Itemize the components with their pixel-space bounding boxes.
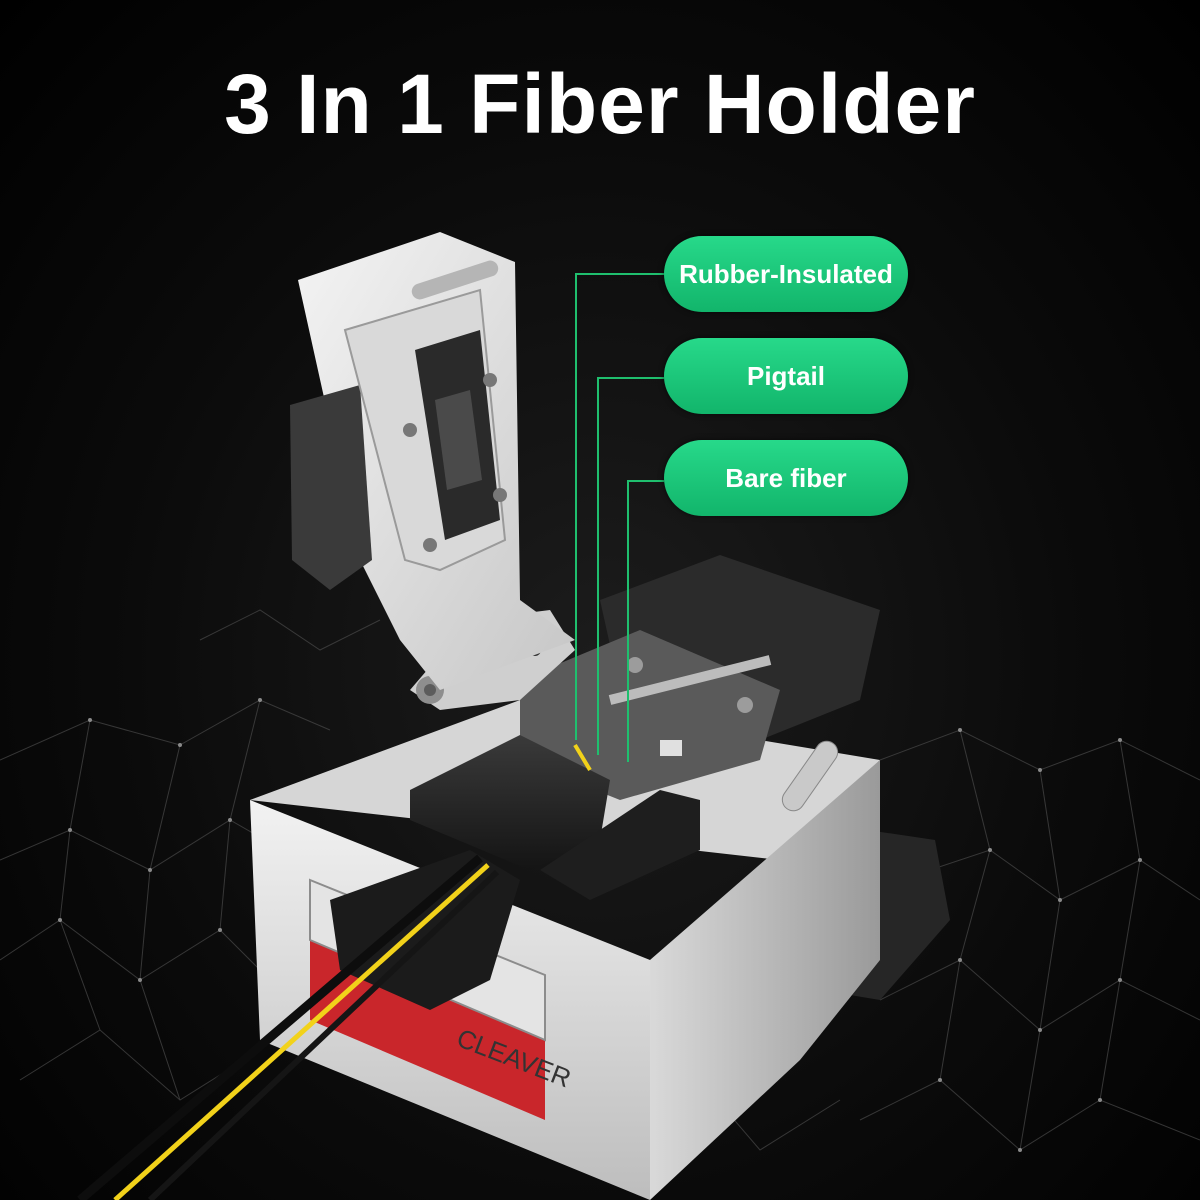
fiber-bare <box>147 869 500 1200</box>
holder-base <box>330 850 520 1010</box>
label-stripe <box>310 940 545 1120</box>
fiber-holder <box>410 735 610 870</box>
page-title: 3 In 1 Fiber Holder <box>224 57 976 151</box>
callout-line-bare-fiber <box>627 480 664 762</box>
callout-pigtail: Pigtail <box>664 338 908 414</box>
callout-line-rubber-insulated <box>575 273 664 740</box>
callout-bare-fiber: Bare fiber <box>664 440 908 516</box>
callout-rubber-insulated: Rubber-Insulated <box>664 236 908 312</box>
lid-side-pad <box>290 385 372 590</box>
body-side <box>650 760 880 1200</box>
fiber-rubber-insulated <box>77 854 483 1200</box>
callout-line-pigtail <box>597 377 664 755</box>
top-slot <box>781 740 839 812</box>
holder-handle <box>540 790 700 900</box>
fiber-pigtail <box>113 863 490 1200</box>
